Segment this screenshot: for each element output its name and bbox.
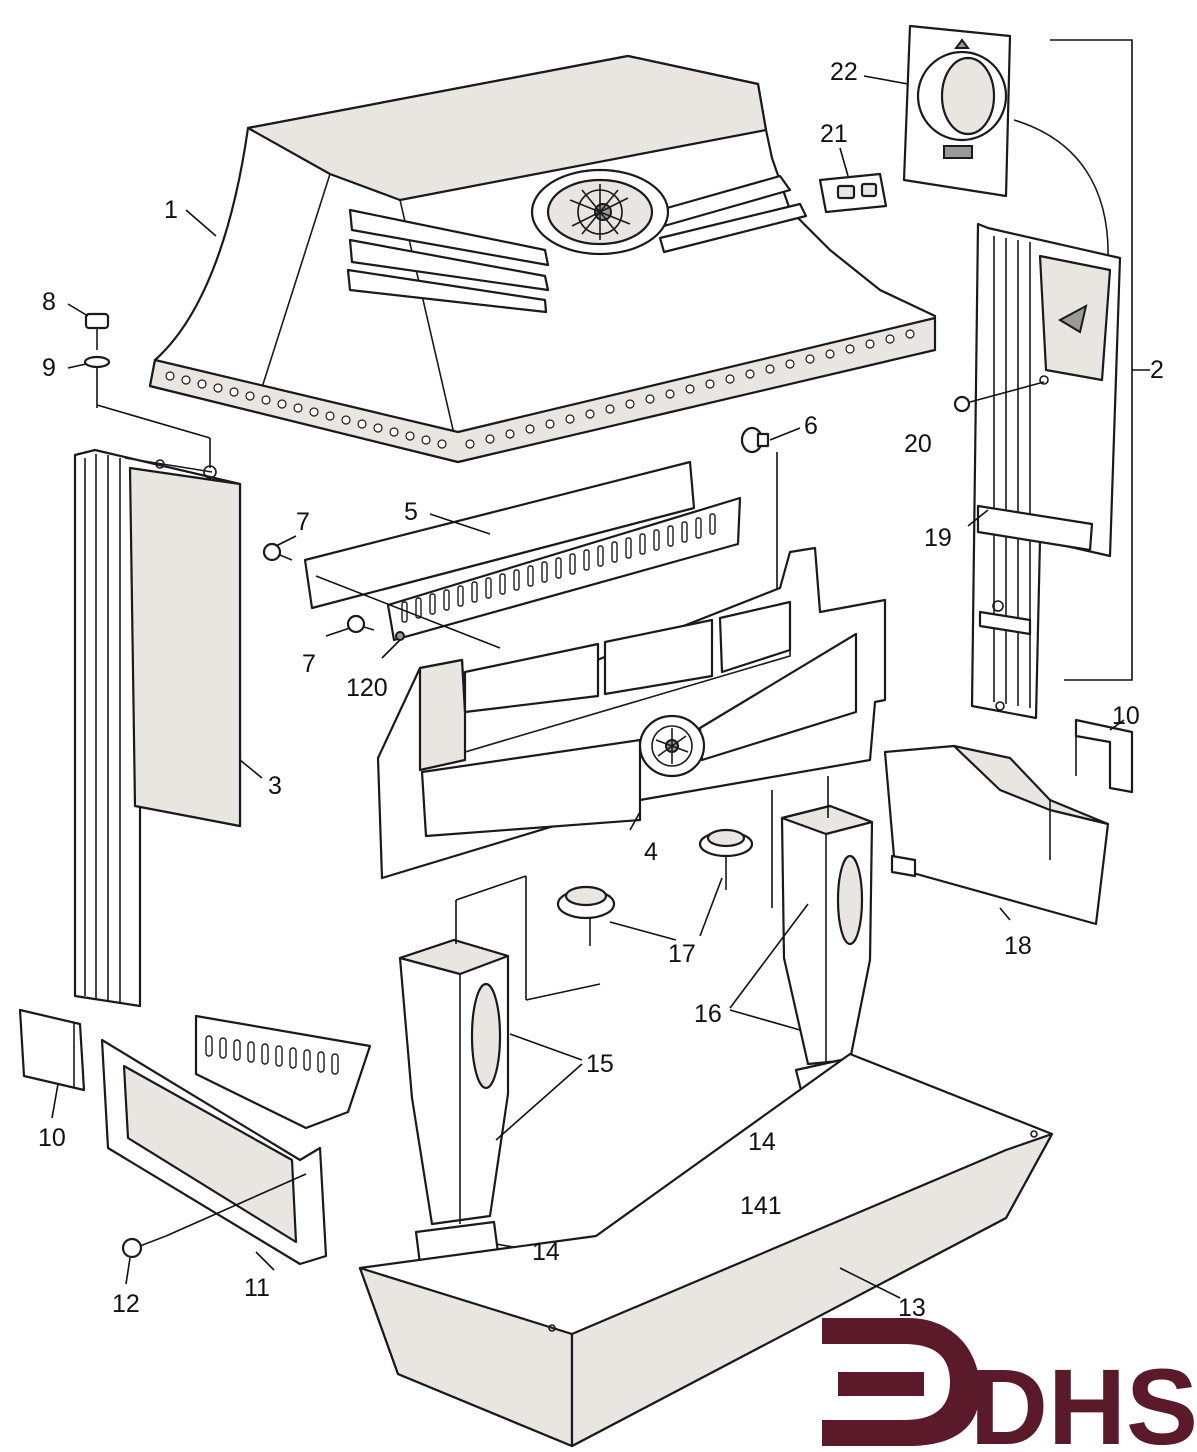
part-7-screw-lower xyxy=(346,614,375,634)
leader-5 xyxy=(429,513,491,535)
leader-17b xyxy=(699,877,723,937)
part-11-side-panel xyxy=(100,1014,372,1266)
leader-7a xyxy=(275,535,297,547)
leader-11 xyxy=(255,1251,275,1271)
part-17-knob-upper xyxy=(698,828,754,890)
leader-13 xyxy=(839,1267,901,1299)
callout-7-upper: 7 xyxy=(296,508,310,536)
hood-rosette-ornament xyxy=(530,168,670,256)
callout-10-right: 10 xyxy=(1112,702,1140,730)
callout-7-lower: 7 xyxy=(302,650,316,678)
part-4-front-frame xyxy=(376,546,887,880)
part-10-clip-right xyxy=(1074,718,1134,794)
dhs-logo: DHS xyxy=(822,1318,1197,1452)
leader-10a xyxy=(51,1083,59,1119)
callout-4: 4 xyxy=(644,838,658,866)
part-6-knob xyxy=(740,426,801,610)
leader-9 xyxy=(67,363,87,369)
callout-22: 22 xyxy=(830,58,858,86)
callout-8: 8 xyxy=(42,288,56,316)
part-1-hood xyxy=(148,54,937,464)
leader-19 xyxy=(967,509,989,527)
callout-120: 120 xyxy=(346,674,388,702)
part-17-knob-lower xyxy=(556,885,616,946)
callout-1: 1 xyxy=(164,196,178,224)
frame-rosette-ornament xyxy=(638,714,706,778)
leader-8 xyxy=(67,303,89,317)
callout-20: 20 xyxy=(904,430,932,458)
callout-6: 6 xyxy=(804,412,818,440)
part-8-bolt xyxy=(84,312,110,350)
part-18-side-panel xyxy=(883,744,1110,926)
callout-19: 19 xyxy=(924,524,952,552)
part-21-switch xyxy=(818,172,888,214)
part-10-clip-left xyxy=(18,1008,86,1092)
leader-16b xyxy=(729,1009,801,1031)
part-22-damper-plate xyxy=(902,24,1109,261)
leader-16a xyxy=(729,903,809,1009)
part-2-bracket-line xyxy=(1050,39,1133,681)
callout-14-right: 14 xyxy=(748,1128,776,1156)
callout-141: 141 xyxy=(740,1192,782,1220)
callout-18: 18 xyxy=(1004,932,1032,960)
panel-vent-slots xyxy=(205,1035,339,1075)
part-7-screw-upper xyxy=(262,542,293,562)
callout-21: 21 xyxy=(820,120,848,148)
callout-17: 17 xyxy=(668,940,696,968)
leader-7b xyxy=(325,627,351,637)
callout-5: 5 xyxy=(404,498,418,526)
leader-1 xyxy=(185,209,217,237)
leader-17a xyxy=(609,921,677,941)
callout-16: 16 xyxy=(694,1000,722,1028)
leader-3 xyxy=(239,759,263,779)
part-13-base-tray xyxy=(358,1052,1054,1448)
leader-120 xyxy=(381,639,401,659)
callout-13: 13 xyxy=(898,1294,926,1322)
leader-10b xyxy=(1109,719,1125,731)
callout-9: 9 xyxy=(42,354,56,382)
callout-11: 11 xyxy=(244,1274,270,1302)
callout-15: 15 xyxy=(586,1050,614,1078)
part-3-side-panel xyxy=(73,448,242,1008)
leader-21 xyxy=(839,147,849,177)
part-9-washer xyxy=(83,355,211,468)
callout-12: 12 xyxy=(112,1290,140,1318)
leader-18 xyxy=(999,907,1011,921)
leader-15b xyxy=(495,1063,583,1141)
leader-15a xyxy=(509,1033,583,1061)
callout-14-left: 14 xyxy=(532,1238,560,1266)
leader-4 xyxy=(629,811,641,831)
part-19-control-bracket xyxy=(970,222,1122,720)
dhs-logo-text: DHS xyxy=(970,1346,1197,1452)
callout-3: 3 xyxy=(268,772,282,800)
dhs-logo-mark xyxy=(822,1318,980,1446)
part-12-screw xyxy=(121,1173,307,1285)
leader-22 xyxy=(863,75,909,85)
part-16-leg-right xyxy=(771,776,874,1112)
part-5-baffle xyxy=(303,460,742,649)
part-20-washer xyxy=(953,381,1045,413)
callout-10-left: 10 xyxy=(38,1124,66,1152)
callout-2: 2 xyxy=(1150,356,1164,384)
part-15-leg-left xyxy=(398,875,601,1282)
hood-bead-trim xyxy=(165,329,915,449)
